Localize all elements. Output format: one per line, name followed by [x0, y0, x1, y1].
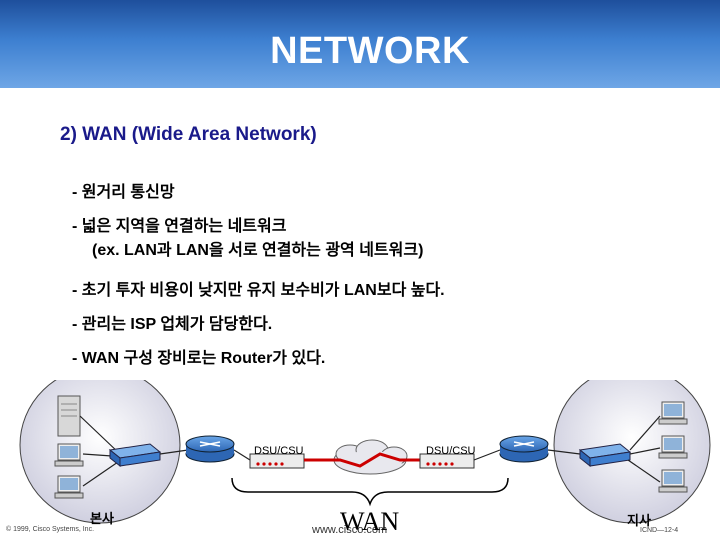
- bullet-5: - WAN 구성 장비로는 Router가 있다.: [72, 350, 326, 367]
- wan-link: [304, 452, 420, 468]
- page-title: NETWORK: [270, 30, 470, 72]
- branch-site-circle: [553, 380, 711, 524]
- bullet-4: - 관리는 ISP 업체가 담당한다.: [72, 316, 273, 333]
- section-subtitle: 2) WAN (Wide Area Network): [60, 124, 317, 145]
- server-icon: [57, 395, 81, 437]
- bullet-1: - 원거리 통신망: [72, 184, 175, 201]
- pc-icon: [54, 475, 84, 499]
- dsu-csu-label-left: DSU/CSU: [254, 445, 304, 457]
- copyright: © 1999, Cisco Systems, Inc.: [6, 526, 95, 533]
- wan-brace: [231, 477, 509, 507]
- branch-label: 지사: [627, 513, 651, 528]
- switch-icon: [108, 443, 162, 468]
- pc-icon: [658, 469, 688, 493]
- pc-icon: [658, 435, 688, 459]
- dsu-csu-device: [419, 453, 475, 469]
- dsu-csu-label-right: DSU/CSU: [426, 445, 476, 457]
- wan-label: WAN: [340, 507, 400, 536]
- title-bar: [0, 0, 720, 88]
- footer-url: www.cisco.com: [312, 524, 388, 536]
- dsu-csu-device: [249, 453, 305, 469]
- page-number: ICND—12-4: [640, 527, 679, 534]
- pc-icon: [658, 401, 688, 425]
- bullet-2-detail: (ex. LAN과 LAN을 서로 연결하는 광역 네트워크): [92, 242, 424, 259]
- wan-diagram: [19, 380, 711, 524]
- router-icon: [185, 435, 235, 463]
- router-icon: [499, 435, 549, 463]
- headquarters-label: 본사: [90, 511, 114, 526]
- bullet-3: - 초기 투자 비용이 낮지만 유지 보수비가 LAN보다 높다.: [72, 282, 445, 299]
- bullet-2: - 넓은 지역을 연결하는 네트워크: [72, 218, 287, 235]
- pc-icon: [54, 443, 84, 467]
- switch-icon: [578, 443, 632, 468]
- wan-cloud: [333, 439, 408, 475]
